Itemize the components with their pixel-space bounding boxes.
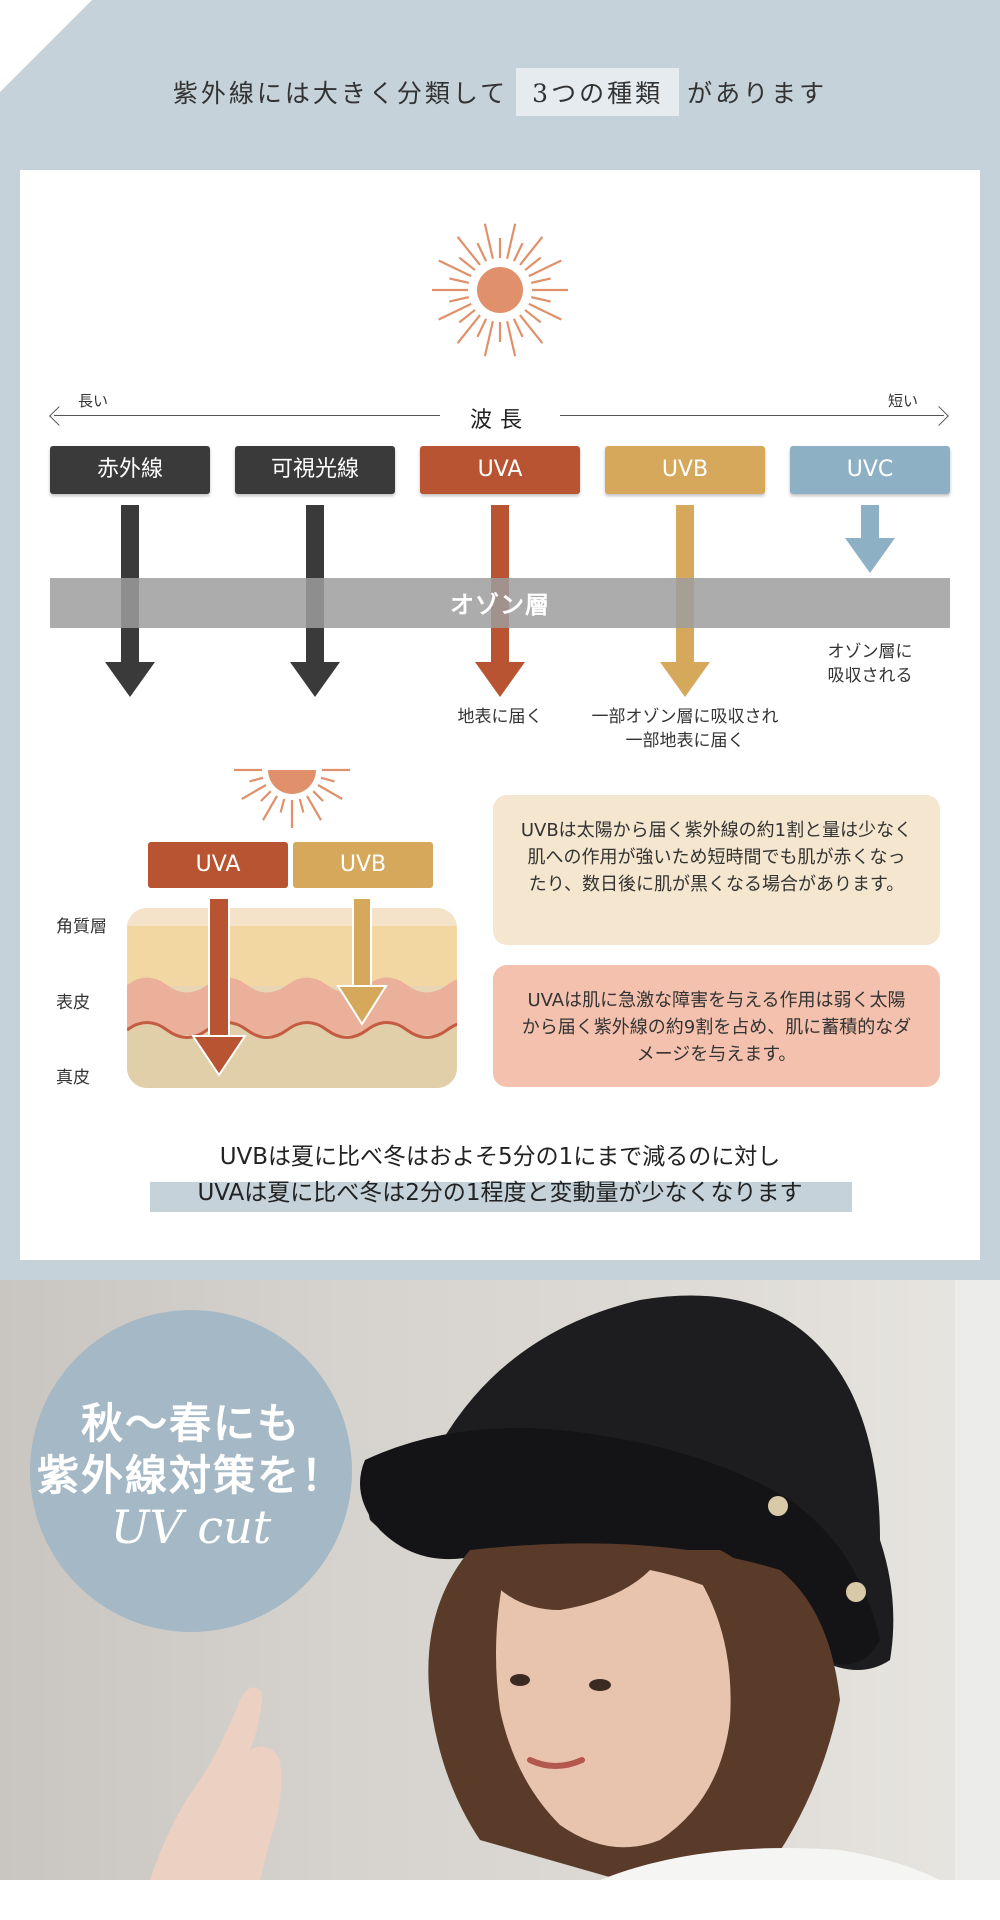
band-uvc: UVC bbox=[790, 446, 950, 494]
long-label: 長い bbox=[78, 392, 109, 410]
wavelength-axis-right bbox=[560, 415, 944, 416]
band-uvb: UVB bbox=[605, 446, 765, 494]
band-visible: 可視光線 bbox=[235, 446, 395, 494]
uvb-info-text: UVBは太陽から届く紫外線の約1割と量は少なく肌への作用が強いため短時間でも肌が… bbox=[520, 820, 913, 895]
promo-line-2: 紫外線対策を！ bbox=[36, 1451, 345, 1500]
uvc-note-line-1: オゾン層に bbox=[827, 642, 913, 662]
footer-strip bbox=[0, 1880, 1000, 1920]
uva-info-box: UVAは肌に急激な障害を与える作用は弱く太陽から届く紫外線の約9割を占め、肌に蓄… bbox=[493, 965, 940, 1087]
uvb-note-line-1: 一部オゾン層に吸収され bbox=[591, 707, 779, 727]
summary-highlight bbox=[150, 1182, 852, 1212]
wavelength-title: 波長 bbox=[469, 408, 530, 433]
skin-band-uva: UVA bbox=[148, 842, 288, 888]
uva-note: 地表に届く bbox=[457, 707, 543, 727]
headline-prefix: 紫外線には大きく分類して bbox=[172, 79, 509, 108]
corner-decoration bbox=[0, 0, 92, 92]
uvb-note-line-2: 一部地表に届く bbox=[625, 731, 745, 751]
model-illustration bbox=[150, 1280, 1000, 1880]
band-uva: UVA bbox=[420, 446, 580, 494]
short-label: 短い bbox=[888, 392, 919, 410]
summary-line-2: UVAは夏に比べ冬は2分の1程度と変動量が少なくなります bbox=[197, 1180, 803, 1206]
ozone-label: オゾン層 bbox=[450, 591, 550, 619]
band-infrared: 赤外線 bbox=[50, 446, 210, 494]
sun-icon bbox=[432, 223, 568, 357]
uvc-note-line-2: 吸収される bbox=[827, 666, 913, 686]
headline-suffix: があります bbox=[687, 79, 828, 108]
headline-highlight: 3つの種類 bbox=[516, 68, 680, 116]
promo-line-1: 秋〜春にも bbox=[80, 1399, 301, 1448]
layer-label-epidermis: 表皮 bbox=[56, 993, 90, 1013]
layer-label-dermis: 真皮 bbox=[56, 1068, 90, 1088]
wavelength-axis-left bbox=[54, 415, 440, 416]
uvb-note: 一部オゾン層に吸収され 一部地表に届く bbox=[560, 705, 810, 753]
promo-circle bbox=[30, 1310, 352, 1632]
promo-script: UV cut bbox=[110, 1500, 272, 1554]
uvb-info-box: UVBは太陽から届く紫外線の約1割と量は少なく肌への作用が強いため短時間でも肌が… bbox=[493, 795, 940, 945]
summary-line-1: UVBは夏に比べ冬はおよそ5分の1にまで減るのに対し bbox=[219, 1144, 781, 1170]
skin-band-uvb: UVB bbox=[293, 842, 433, 888]
layer-label-stratum: 角質層 bbox=[56, 917, 107, 937]
uvc-note: オゾン層に 吸収される bbox=[790, 640, 950, 688]
uva-info-text: UVAは肌に急激な障害を与える作用は弱く太陽から届く紫外線の約9割を占め、肌に蓄… bbox=[521, 990, 912, 1065]
